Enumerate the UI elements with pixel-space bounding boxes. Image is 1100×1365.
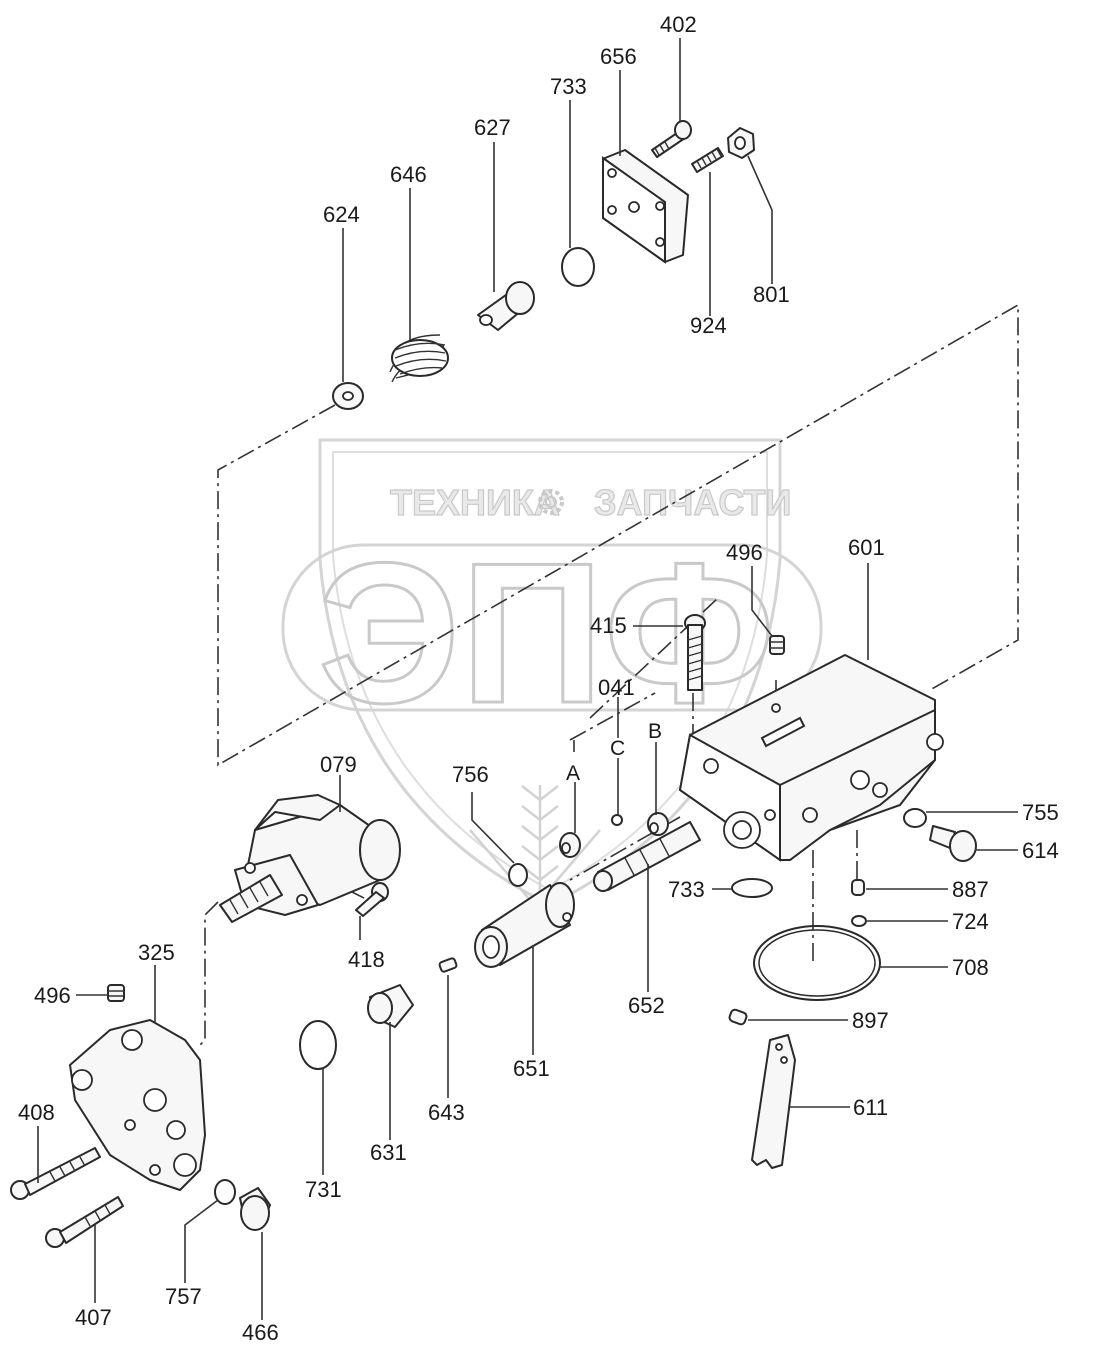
label-731: 731 xyxy=(305,1177,342,1202)
stud-924 xyxy=(691,147,724,173)
label-897: 897 xyxy=(852,1008,889,1033)
plug-496-top xyxy=(769,635,785,655)
o-ring-757 xyxy=(214,1179,236,1205)
cover-plate-656 xyxy=(602,149,689,264)
label-407: 407 xyxy=(75,1305,112,1330)
label-611: 611 xyxy=(853,1095,888,1120)
bolt-407 xyxy=(45,1196,124,1248)
leader-lines xyxy=(37,38,1018,1320)
ball-C xyxy=(611,814,623,826)
label-496-left: 496 xyxy=(34,983,71,1008)
watermark-brand-right: ЗАПЧАСТИ xyxy=(594,482,791,523)
bolt-402 xyxy=(651,120,692,158)
watermark-brand-left: ТЕХНИКА xyxy=(390,482,560,523)
label-756: 756 xyxy=(452,762,489,787)
cap-631 xyxy=(367,984,414,1028)
label-631: 631 xyxy=(370,1140,407,1165)
bolt-408 xyxy=(10,1147,101,1200)
label-408: 408 xyxy=(18,1100,55,1125)
bolt-415 xyxy=(684,614,706,691)
label-757: 757 xyxy=(165,1284,202,1309)
label-646: 646 xyxy=(390,162,427,187)
o-ring-708 xyxy=(753,925,881,1001)
o-ring-733-mid xyxy=(731,878,773,898)
spring-646 xyxy=(389,334,449,383)
port-letter-a: A xyxy=(566,762,580,785)
label-733-mid: 733 xyxy=(668,877,705,902)
washer-624 xyxy=(332,382,364,410)
label-924: 924 xyxy=(690,313,727,338)
housing-601 xyxy=(678,654,944,862)
sleeve-651 xyxy=(474,882,575,968)
label-496-top: 496 xyxy=(726,540,763,565)
plug-627 xyxy=(477,281,535,331)
o-ring-733-top xyxy=(561,247,595,287)
label-466: 466 xyxy=(242,1320,279,1345)
label-656: 656 xyxy=(600,44,637,69)
check-valve-B xyxy=(647,812,669,836)
watermark-logo: ЭПФ xyxy=(318,522,775,745)
label-887: 887 xyxy=(952,877,989,902)
o-ring-724 xyxy=(851,915,867,927)
label-627: 627 xyxy=(474,115,511,140)
label-325: 325 xyxy=(138,940,175,965)
plug-614 xyxy=(929,825,977,862)
label-614: 614 xyxy=(1022,838,1059,863)
o-ring-755 xyxy=(903,808,927,828)
plug-496-left xyxy=(107,984,125,1002)
label-652: 652 xyxy=(628,993,665,1018)
label-415: 415 xyxy=(590,613,627,638)
port-letter-c: C xyxy=(610,737,625,760)
valve-block-325 xyxy=(69,1019,206,1191)
lever-611 xyxy=(751,1034,796,1169)
label-801: 801 xyxy=(753,282,790,307)
o-ring-756 xyxy=(508,863,528,887)
plug-466 xyxy=(239,1187,271,1231)
label-724: 724 xyxy=(952,909,989,934)
o-ring-731 xyxy=(299,1020,337,1070)
label-041: 041 xyxy=(598,675,635,700)
nut-801 xyxy=(727,127,755,159)
label-079: 079 xyxy=(320,752,357,777)
label-402: 402 xyxy=(660,12,697,37)
port-letter-b: B xyxy=(648,720,662,743)
gear-icon xyxy=(538,489,564,515)
label-418: 418 xyxy=(348,947,385,972)
pin-887 xyxy=(851,879,865,896)
solenoid-079 xyxy=(219,794,401,923)
label-643: 643 xyxy=(428,1100,465,1125)
label-651: 651 xyxy=(513,1056,550,1081)
part-labels: 402 656 733 627 646 624 801 924 496 601 … xyxy=(18,12,1059,1345)
label-755: 755 xyxy=(1022,800,1059,825)
label-708: 708 xyxy=(952,955,989,980)
spool-652 xyxy=(593,821,701,892)
bolt-418 xyxy=(355,882,389,917)
label-624: 624 xyxy=(323,202,360,227)
pin-897 xyxy=(728,1008,748,1026)
pin-643 xyxy=(438,957,458,973)
label-733-top: 733 xyxy=(550,74,587,99)
seat-A xyxy=(559,832,581,858)
label-601: 601 xyxy=(848,535,885,560)
